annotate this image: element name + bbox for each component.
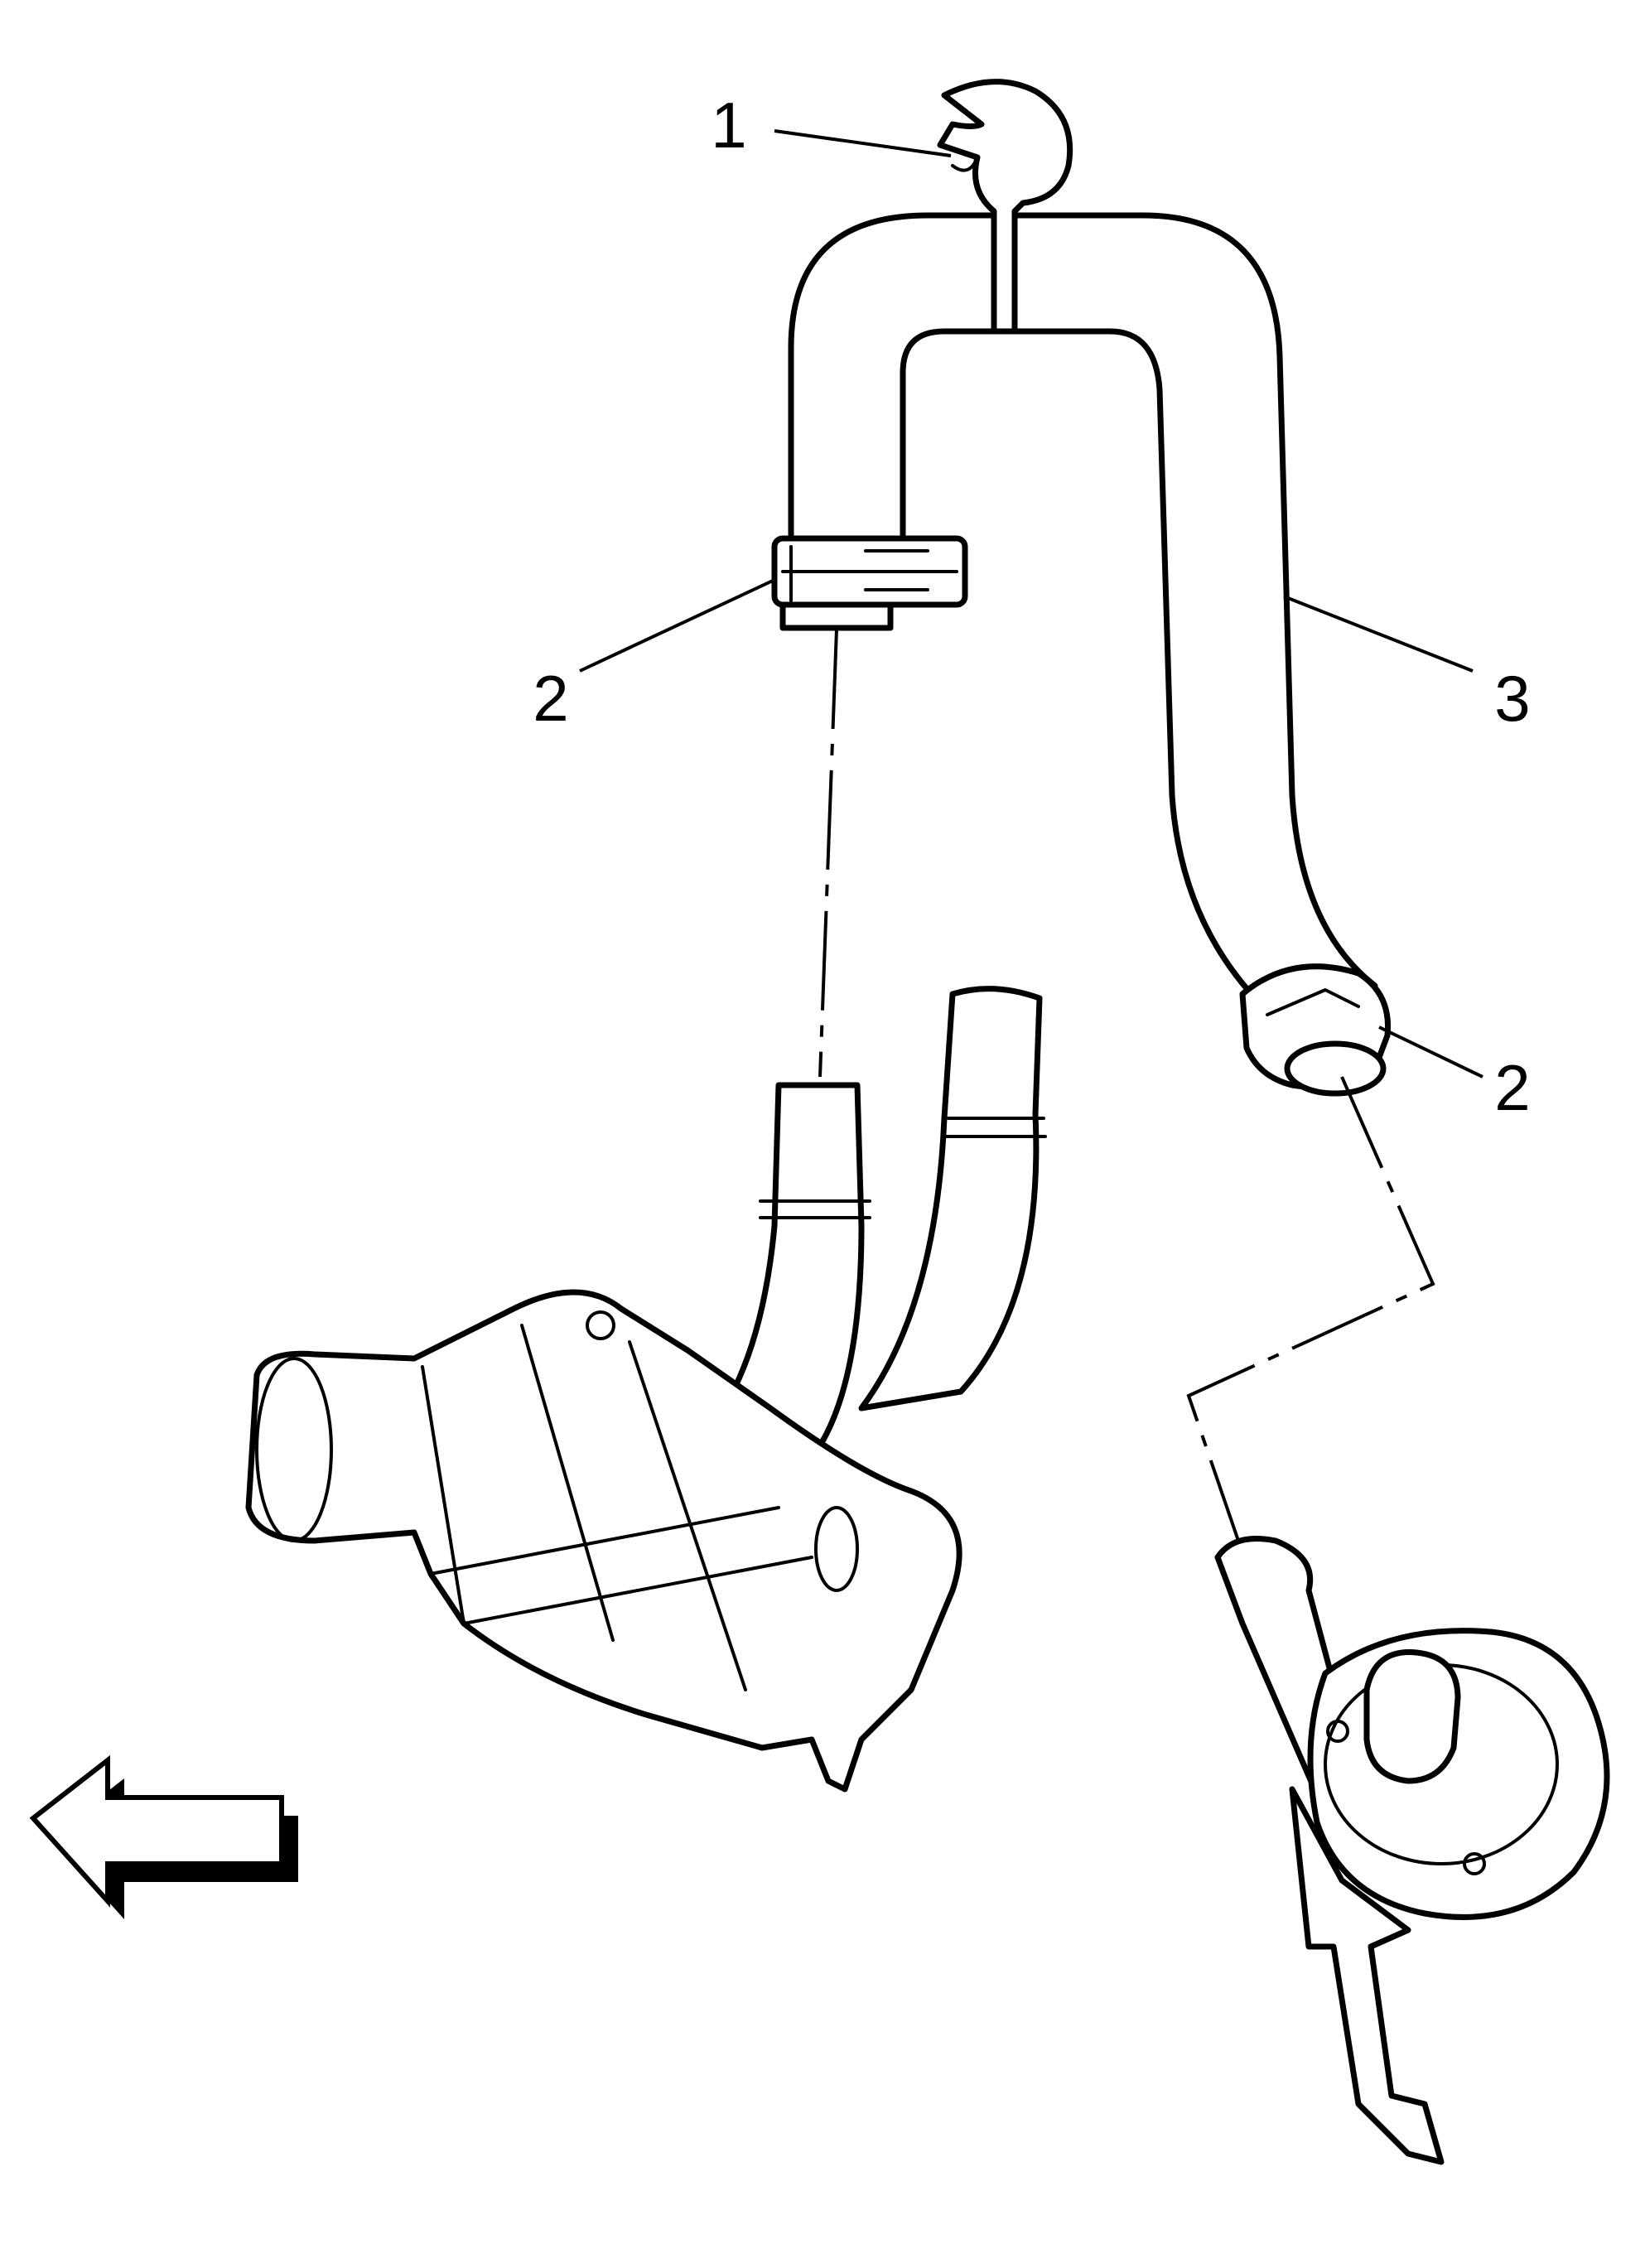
coolant-hose [788,212,1378,1006]
hose-clamp-upper [771,535,968,631]
center-line-right [1186,1076,1435,1542]
auxiliary-coolant-pump [1214,1536,1610,2165]
leader-line-1 [774,129,952,157]
callout-2-upper: 2 [533,662,568,735]
callout-1: 1 [711,89,746,162]
callout-3: 3 [1494,662,1530,735]
hose-clip [937,79,1073,335]
hose-clamp-lower [1239,963,1392,1097]
leader-line-3 [1283,595,1474,673]
center-line-left [818,629,838,1078]
leader-line-2a [579,578,775,673]
leader-line-2b [1378,1025,1483,1079]
callout-2-lower: 2 [1494,1051,1530,1124]
arrow-left-icon [29,1754,298,1919]
heater-valve-assembly [245,986,1047,1793]
